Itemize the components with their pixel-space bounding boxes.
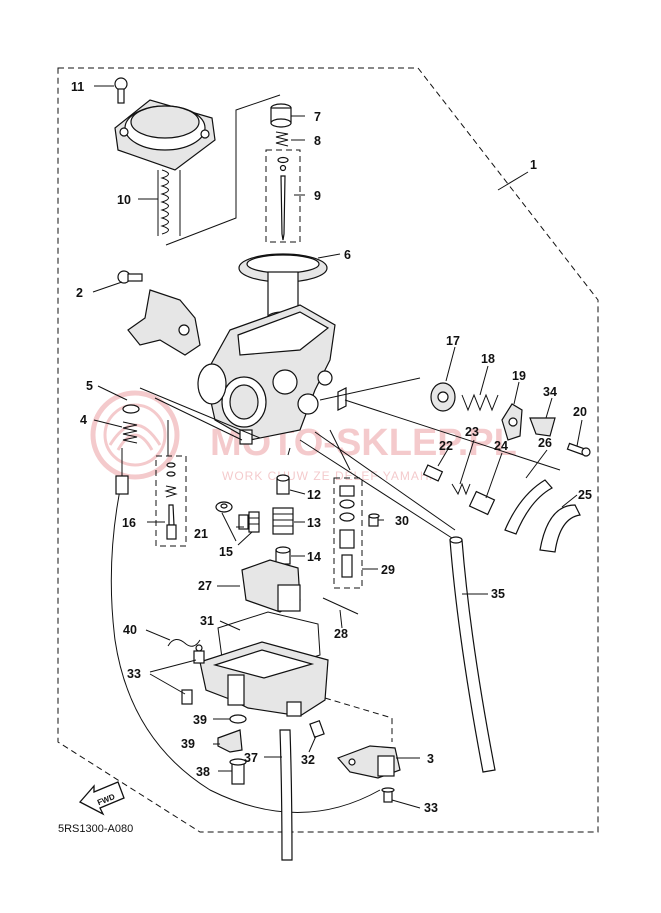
callout-28: 28 <box>334 627 348 641</box>
diaphragm <box>238 253 328 323</box>
callout-9: 9 <box>314 189 321 203</box>
jet-holder <box>275 546 291 565</box>
cover-19 <box>501 403 523 441</box>
callout-39: 39 <box>193 713 207 727</box>
assembly-boundary <box>57 67 599 833</box>
callout-22: 22 <box>439 439 453 453</box>
callout-15: 15 <box>219 545 233 559</box>
callout-13: 13 <box>307 516 321 530</box>
bracket-34 <box>529 417 556 437</box>
washer-small <box>215 501 233 513</box>
forward-arrow-icon: FWD <box>78 781 125 816</box>
carburetor-body <box>197 304 347 445</box>
float-bowl <box>199 641 329 717</box>
callout-19: 19 <box>512 369 526 383</box>
watermark-sub-text: WORK CHUW ZE DELEF YAMAHA <box>222 469 439 483</box>
needle-group-box <box>265 149 301 243</box>
throttle-stop-spring <box>122 421 138 444</box>
callout-17: 17 <box>446 334 460 348</box>
washer-39 <box>229 714 247 724</box>
screw-33-left <box>181 644 205 705</box>
callout-labels: 11 7 8 9 10 6 2 1 5 4 17 18 19 34 20 16 … <box>71 80 592 815</box>
callout-36: 37 <box>244 751 258 765</box>
callout-16: 16 <box>122 516 136 530</box>
pilot-screw-washer <box>122 404 140 414</box>
accelerator-spring <box>461 393 499 412</box>
main-jet <box>276 474 290 495</box>
fitting-24 <box>468 490 496 516</box>
diagram-code: 5RS1300-A080 <box>58 823 133 835</box>
needle-cap <box>270 103 292 128</box>
cover-screw <box>114 77 128 104</box>
callout-32: 32 <box>301 753 315 767</box>
callout-35: 35 <box>491 587 505 601</box>
callout-38: 39 <box>181 737 195 751</box>
jet-needle <box>277 156 289 241</box>
cable <box>110 448 381 813</box>
clip-40 <box>167 639 201 647</box>
callout-30: 30 <box>395 514 409 528</box>
pilot-screw-group-box <box>155 455 187 547</box>
screw-32 <box>309 719 325 739</box>
callout-20: 20 <box>573 405 587 419</box>
callout-26: 26 <box>538 436 552 450</box>
accelerator-cover <box>430 382 456 412</box>
callout-37: 38 <box>196 765 210 779</box>
callout-5: 5 <box>86 379 93 393</box>
callout-23: 23 <box>465 425 479 439</box>
float-pin <box>322 597 359 615</box>
vent-hose-35 <box>449 536 496 773</box>
callout-1: 1 <box>530 158 537 172</box>
top-cover <box>114 99 216 171</box>
callout-40: 40 <box>123 623 137 637</box>
float-valve-group-box <box>333 477 363 589</box>
hose-25 <box>539 504 581 553</box>
callout-21: 21 <box>194 527 208 541</box>
drain-37 <box>229 758 247 785</box>
callout-3: 3 <box>427 752 434 766</box>
callout-33-bottom: 33 <box>424 801 438 815</box>
callout-10: 10 <box>117 193 131 207</box>
callout-11: 11 <box>71 80 84 94</box>
float-valve-set <box>339 485 355 578</box>
needle-jet <box>272 507 294 535</box>
callout-14: 14 <box>307 550 321 564</box>
callout-25: 25 <box>578 488 592 502</box>
callout-2: 2 <box>76 286 83 300</box>
callout-6: 6 <box>344 248 351 262</box>
callout-27: 27 <box>198 579 212 593</box>
plug-21 <box>238 514 249 530</box>
screw-20 <box>566 442 591 457</box>
throttle-bracket <box>117 270 201 356</box>
callout-7: 7 <box>314 110 321 124</box>
hose-26 <box>504 479 553 535</box>
spring-23 <box>451 482 471 496</box>
throttle-spring <box>157 169 181 236</box>
callout-31: 31 <box>200 614 214 628</box>
float <box>241 559 301 613</box>
bracket-38 <box>217 729 243 753</box>
callout-34: 34 <box>543 385 557 399</box>
throttle-lever <box>336 745 401 779</box>
screw-30 <box>368 513 380 527</box>
callout-12: 12 <box>307 488 321 502</box>
callout-8: 8 <box>314 134 321 148</box>
callout-18: 18 <box>481 352 495 366</box>
pilot-jet <box>248 511 260 533</box>
drain-hose-36 <box>279 729 293 861</box>
needle-spring-small <box>275 131 289 147</box>
callout-24: 24 <box>494 439 508 453</box>
callout-leaders <box>92 85 583 809</box>
callout-33-left: 33 <box>127 667 141 681</box>
plunger-22 <box>422 464 444 482</box>
callout-4: 4 <box>80 413 87 427</box>
pilot-screw-set <box>164 462 178 540</box>
screw-33-bottom <box>381 787 395 803</box>
callout-29: 29 <box>381 563 395 577</box>
